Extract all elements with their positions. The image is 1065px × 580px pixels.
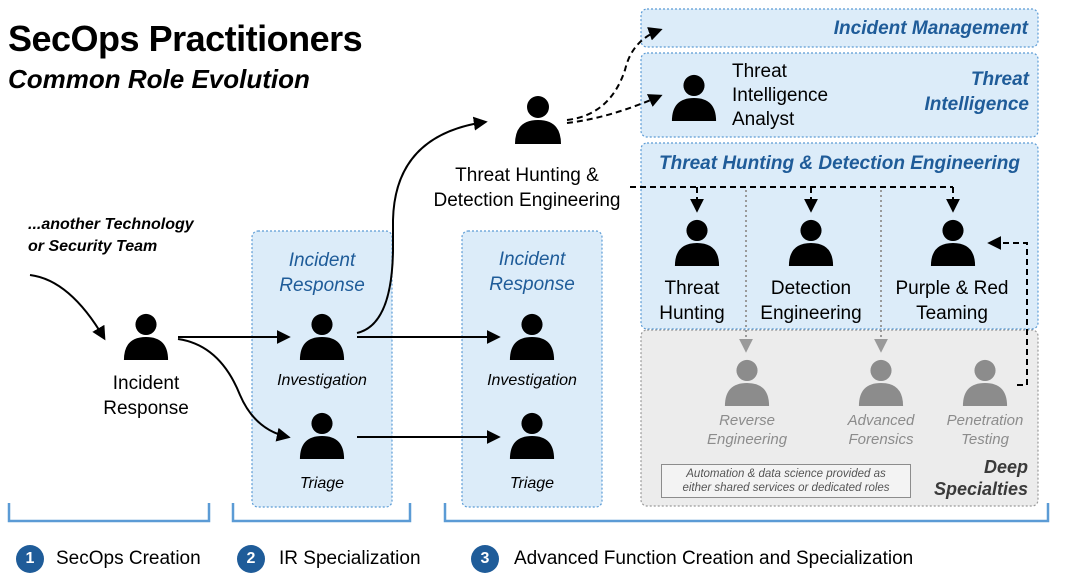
ir-line-2: Response [103, 398, 189, 419]
tia-line-1: Threat [732, 61, 787, 82]
pt-line-2: Testing [961, 431, 1009, 448]
incident-response-label: Incident Response [96, 371, 196, 421]
note-line-2: either shared services or dedicated role… [682, 482, 890, 494]
penetration-testing-label: Penetration Testing [935, 411, 1035, 449]
th-de-line-1: Threat Hunting & [455, 165, 599, 186]
automation-note: Automation & data science provided as ei… [661, 464, 911, 498]
note-line-1: Automation & data science provided as [686, 468, 886, 480]
ir-col2-line-2: Response [489, 274, 575, 295]
ti-line-2: Intelligence [924, 94, 1029, 115]
pt-line-1: Penetration [946, 412, 1024, 429]
triage-label-2: Triage [509, 475, 555, 492]
ti-line-1: Threat [970, 69, 1029, 90]
role-arrows [29, 116, 501, 444]
tia-line-2: Intelligence [732, 85, 829, 106]
dashed-arrows [566, 27, 1028, 386]
source-team-label: ...another Technology or Security Team [28, 214, 194, 258]
threat-intelligence-title: Threat Intelligence [900, 67, 1029, 117]
phase-1-badge: 1 [16, 545, 44, 573]
af-line-1: Advanced [847, 412, 915, 429]
detection-engineering-label: Detection Engineering [751, 276, 871, 326]
re-line-1: Reverse [719, 412, 775, 429]
advanced-forensics-label: Advanced Forensics [831, 411, 931, 449]
th-de-panel-title: Threat Hunting & Detection Engineering [658, 153, 1020, 174]
ir-col1-line-1: Incident [288, 250, 356, 271]
person-icon [123, 313, 169, 360]
deep-specialties-title: Deep Specialties [918, 456, 1028, 500]
th-de-role-label: Threat Hunting & Detection Engineering [418, 163, 636, 213]
ir-col2-title: Incident Response [462, 247, 602, 297]
af-line-2: Forensics [848, 431, 914, 448]
phase-3-label: Advanced Function Creation and Specializ… [514, 548, 914, 569]
phase-2-label: IR Specialization [279, 548, 421, 569]
pr-line-1: Purple & Red [895, 278, 1009, 299]
th-line-1: Threat [664, 278, 720, 299]
ds-line-1: Deep [983, 457, 1028, 477]
th-de-panel [640, 142, 1039, 330]
phase-brackets [7, 503, 1050, 523]
ds-line-2: Specialties [933, 479, 1028, 499]
phase-1-label: SecOps Creation [56, 548, 201, 569]
ir-col2-line-1: Incident [498, 249, 566, 270]
th-line-2: Hunting [659, 303, 725, 324]
purple-red-label: Purple & Red Teaming [886, 276, 1018, 326]
reverse-engineering-label: Reverse Engineering [697, 411, 797, 449]
person-icon [515, 96, 561, 144]
de-line-1: Detection [770, 278, 852, 299]
ir-line-1: Incident [112, 373, 180, 394]
incident-management-title: Incident Management [833, 18, 1028, 39]
re-line-2: Engineering [706, 431, 788, 448]
phase-3-badge: 3 [471, 545, 499, 573]
phase-2-badge: 2 [237, 545, 265, 573]
investigation-label-2: Investigation [487, 372, 577, 389]
source-line-1: ...another Technology [28, 216, 194, 233]
ir-col1-line-2: Response [279, 275, 365, 296]
triage-label-1: Triage [299, 475, 345, 492]
dotted-arrows [739, 190, 888, 353]
page-title: SecOps Practitioners [8, 18, 363, 59]
threat-hunting-label: Threat Hunting [642, 276, 742, 326]
threat-intel-analyst-label: Threat Intelligence Analyst [732, 60, 828, 132]
source-line-2: or Security Team [28, 238, 158, 255]
ir-col1-title: Incident Response [252, 248, 392, 298]
th-de-line-2: Detection Engineering [433, 190, 621, 211]
threat-intelligence-panel [640, 52, 1039, 138]
de-line-2: Engineering [760, 303, 862, 324]
page-subtitle: Common Role Evolution [8, 64, 310, 94]
investigation-label-1: Investigation [277, 372, 367, 389]
pr-line-2: Teaming [916, 303, 988, 324]
incident-management-panel [640, 8, 1039, 48]
tia-line-3: Analyst [732, 109, 795, 130]
